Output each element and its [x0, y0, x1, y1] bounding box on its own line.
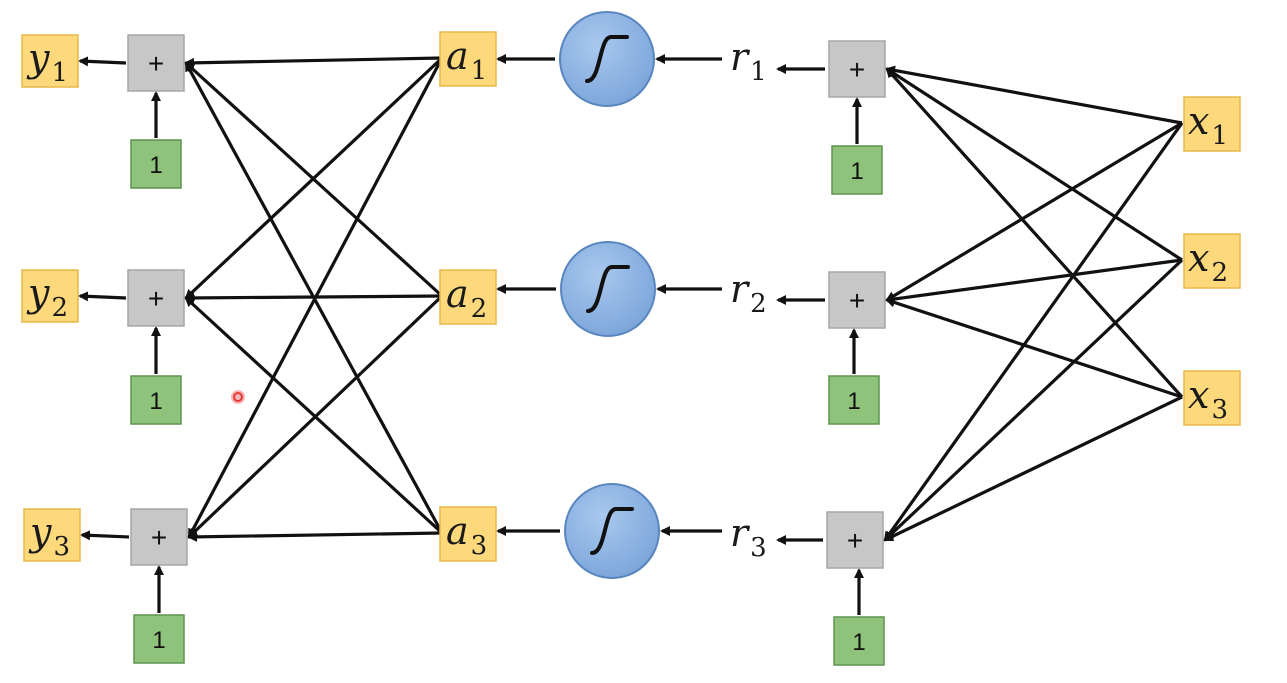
variable-label: x3 — [1188, 373, 1228, 425]
pre-activation-r2: r2 — [730, 267, 767, 319]
input-x3: x3 — [1183, 370, 1241, 426]
edge-a1-to-sum1 — [184, 56, 443, 68]
pre-activation-r3: r3 — [730, 511, 767, 563]
sum-node-hidden-1: + — [828, 40, 886, 98]
sigmoid-curve-icon — [585, 35, 629, 83]
sigmoid-node-2 — [560, 241, 656, 337]
sum-node-hidden-2: + — [828, 271, 886, 329]
pre-activation-r1: r1 — [730, 35, 767, 87]
edge-x3-to-rsum1 — [885, 67, 1184, 399]
activation-a3: a3 — [439, 506, 497, 562]
variable-label: a2 — [446, 272, 487, 324]
variable-label: r3 — [730, 511, 767, 563]
svg-text:1: 1 — [149, 388, 162, 415]
edge-x2-to-rsum1 — [885, 67, 1183, 262]
bias-node-hidden-3: 1 — [833, 616, 885, 666]
svg-text:1: 1 — [850, 158, 863, 185]
input-x1: x1 — [1183, 96, 1241, 152]
svg-text:+: + — [148, 283, 164, 314]
bias-node-output-2: 1 — [130, 375, 182, 425]
edge-a3-to-sum3 — [187, 531, 443, 542]
variable-label: x1 — [1188, 99, 1228, 151]
variable-label: a3 — [446, 509, 487, 561]
bias-node-output-1: 1 — [130, 139, 182, 189]
sum-node-hidden-3: + — [826, 511, 884, 569]
edge-x2-to-rsum3 — [883, 258, 1184, 542]
sum-node-output-2: + — [127, 269, 185, 327]
edge-x1-to-rsum2 — [885, 121, 1183, 302]
edge-sum3-to-y3 — [80, 530, 130, 541]
edge-x2-to-rsum2 — [885, 258, 1183, 304]
svg-text:+: + — [148, 48, 164, 79]
bias-node-hidden-1: 1 — [831, 145, 883, 195]
sigmoid-node-3 — [564, 483, 660, 579]
cursor-indicator — [231, 390, 245, 404]
edge-sum1-to-y1 — [78, 56, 127, 67]
variable-label: a1 — [446, 34, 487, 86]
edge-x3-to-rsum3 — [883, 395, 1183, 542]
variable-label: y1 — [26, 36, 68, 88]
bias-node-output-3: 1 — [133, 614, 185, 664]
nodes: y1 y2 y3 a1 a2 a3 x1 x2 x3 + + + + + +1 1 1 1 1 1 r1 r2 r3 — [21, 11, 1241, 666]
output-y1: y1 — [21, 34, 79, 88]
sum-node-output-3: + — [130, 508, 188, 566]
activation-a2: a2 — [439, 269, 497, 325]
output-y3: y3 — [23, 508, 81, 562]
svg-text:+: + — [849, 54, 865, 85]
edge-sum2-to-y2 — [78, 291, 127, 302]
variable-label: y3 — [28, 510, 70, 562]
svg-text:1: 1 — [852, 629, 865, 656]
svg-text:1: 1 — [149, 152, 162, 179]
svg-text:+: + — [151, 522, 167, 553]
svg-text:1: 1 — [847, 388, 860, 415]
bias-node-hidden-2: 1 — [828, 375, 880, 425]
variable-label: y2 — [26, 271, 68, 323]
sigmoid-node-1 — [559, 11, 655, 107]
output-y2: y2 — [21, 269, 79, 323]
svg-text:+: + — [849, 285, 865, 316]
sum-node-output-1: + — [127, 34, 185, 92]
edge-a3-to-sum1 — [184, 61, 444, 534]
edge-x1-to-rsum1 — [885, 65, 1183, 125]
activation-a1: a1 — [439, 31, 497, 87]
variable-label: r1 — [730, 35, 767, 87]
edge-a2-to-sum1 — [184, 61, 444, 298]
sigmoid-curve-icon — [590, 507, 634, 555]
variable-label: x2 — [1188, 236, 1228, 288]
input-x2: x2 — [1183, 233, 1241, 289]
svg-text:1: 1 — [152, 627, 165, 654]
sigmoid-curve-icon — [586, 265, 630, 313]
edge-a3-to-sum2 — [184, 296, 444, 535]
variable-label: r2 — [730, 267, 767, 319]
connections — [78, 54, 1184, 615]
svg-text:+: + — [847, 525, 863, 556]
edge-x3-to-rsum2 — [885, 297, 1183, 399]
edge-x1-to-rsum3 — [883, 122, 1184, 542]
